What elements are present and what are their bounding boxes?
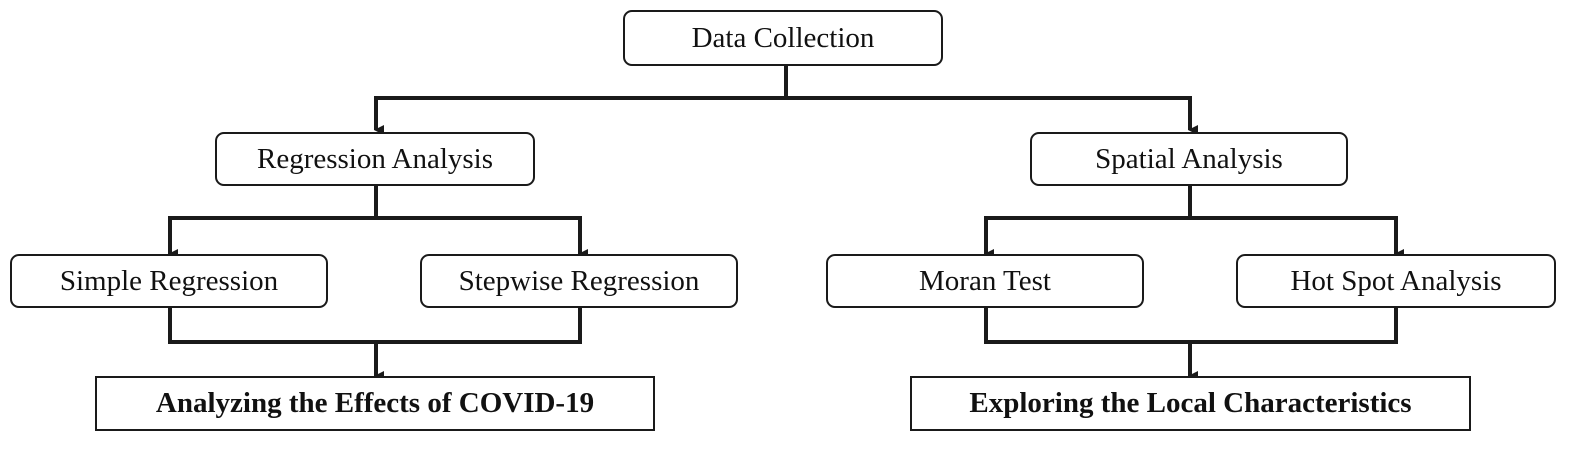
stepwise-regression-box: Stepwise Regression (420, 254, 738, 308)
stepwise-regression-label: Stepwise Regression (458, 264, 700, 297)
spatial-to-methods-connector (984, 186, 1398, 248)
root-to-branches-connector (374, 66, 788, 128)
data-collection-box: Data Collection (623, 10, 943, 66)
local-characteristics-outcome-box: Exploring the Local Characteristics (910, 376, 1471, 431)
hot-spot-analysis-box: Hot Spot Analysis (1236, 254, 1556, 308)
spatial-analysis-label: Spatial Analysis (1095, 142, 1283, 175)
regression-to-methods-connector (168, 186, 582, 248)
regression-methods-merge-connector (168, 308, 582, 344)
root-to-spatial-connector (786, 96, 1192, 128)
regression-analysis-label: Regression Analysis (256, 142, 494, 175)
hot-spot-analysis-label: Hot Spot Analysis (1290, 264, 1502, 297)
covid-effects-outcome-label: Analyzing the Effects of COVID-19 (155, 387, 595, 419)
covid-effects-outcome-box: Analyzing the Effects of COVID-19 (95, 376, 655, 431)
spatial-methods-merge-connector (984, 308, 1398, 344)
data-collection-label: Data Collection (691, 21, 875, 54)
local-characteristics-outcome-label: Exploring the Local Characteristics (969, 387, 1412, 419)
simple-regression-label: Simple Regression (59, 264, 279, 297)
spatial-analysis-box: Spatial Analysis (1030, 132, 1348, 186)
regression-analysis-box: Regression Analysis (215, 132, 535, 186)
moran-test-label: Moran Test (919, 264, 1051, 297)
moran-test-box: Moran Test (826, 254, 1144, 308)
simple-regression-box: Simple Regression (10, 254, 328, 308)
